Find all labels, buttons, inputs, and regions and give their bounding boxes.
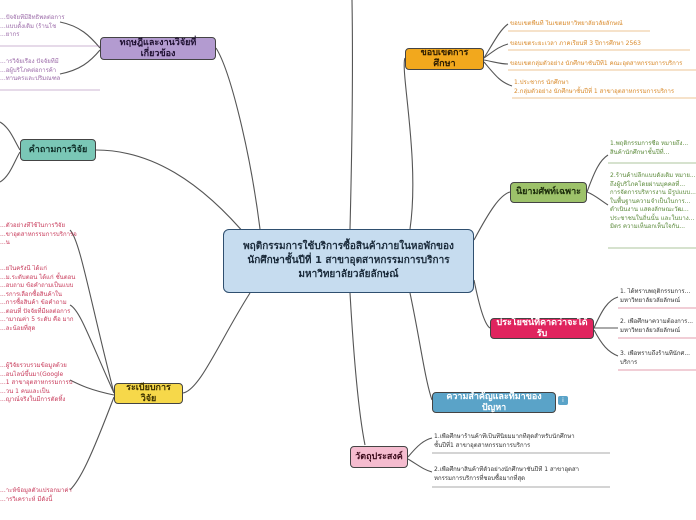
node-scope[interactable]: ขอบเขตการศึกษา: [405, 48, 484, 70]
scope-item-2[interactable]: ขอบเขตระยะเวลา ภาคเรียนที่ 3 ปีการศึกษา …: [510, 40, 641, 47]
benefit-item-2[interactable]: 2. เพื่อศึกษาความต้องการ... มหาวิทยาลัยว…: [620, 318, 694, 334]
connector-scope-4: [483, 61, 513, 87]
connector-scope: [403, 57, 414, 230]
method-item-1[interactable]: ...ตัวอย่างที่ใช้ในการวิจัย ...ขาอุตสาหก…: [0, 222, 77, 246]
connector-significance: [409, 292, 433, 401]
connector-question-2: [0, 151, 21, 183]
node-significance[interactable]: ความสำคัญและที่มาของปัญหา: [432, 392, 556, 413]
info-icon[interactable]: i: [558, 396, 568, 405]
connector-ben-3: [593, 329, 619, 357]
connector-def-1: [586, 154, 609, 193]
connector-question-1: [0, 121, 21, 151]
node-research-question[interactable]: คำถามการวิจัย: [20, 139, 96, 161]
connector-scope-1: [483, 23, 509, 59]
method-item-2[interactable]: ...ยในครั้งนี้ ได้แก่ ...ม.ระดับตอน ได้แ…: [0, 265, 76, 332]
benefit-item-1[interactable]: 1. ได้ทราบพฤติกรรมการ... มหาวิทยาลัยวลัย…: [620, 288, 691, 304]
definition-item-2[interactable]: 2.ร้านค้าปลีกแบบดั้งเดิม หมาย... ถึงผู้บ…: [610, 172, 696, 230]
connector-scope-2: [483, 43, 509, 59]
theory-item-1[interactable]: ...ปัจจัยที่มีอิทธิพลต่อการ ...แบบดั้งเด…: [0, 14, 65, 38]
benefit-item-3[interactable]: 3. เพื่อทราบถึงร้านที่นักศ... บริการ: [620, 350, 691, 366]
node-methodology[interactable]: ระเบียบการวิจัย: [114, 383, 183, 404]
connector-obj-2: [407, 458, 433, 473]
theory-item-2[interactable]: ...ารวิจัยเรื่อง ปัจจัยที่มี ...อผู้บริโ…: [0, 58, 61, 82]
node-objectives[interactable]: วัตถุประสงค์: [350, 446, 408, 468]
node-benefits[interactable]: ประโยชน์ที่คาดว่าจะได้รับ: [490, 318, 594, 339]
connector-method-1: [69, 229, 115, 394]
method-item-3[interactable]: ...ผู้วิจัยรวบรวมข้อมูลด้วย ...อนไลน์ขึ้…: [0, 362, 73, 403]
definition-item-1[interactable]: 1.พฤติกรรมการซื้อ หมายถึง... สินค้านักศึ…: [610, 140, 689, 156]
connector-methodology: [182, 292, 251, 394]
connector-definitions: [473, 191, 511, 241]
connector-top: [349, 0, 353, 230]
node-definitions[interactable]: นิยามศัพท์เฉพาะ: [510, 182, 587, 203]
scope-item-3[interactable]: ขอบเขตกลุ่มตัวอย่าง นักศึกษาชั้นปีที่1 ค…: [510, 60, 683, 67]
connector-obj-1: [407, 437, 433, 458]
connector-theory: [215, 47, 261, 230]
connector-def-2: [586, 191, 609, 206]
scope-item-4[interactable]: 1.ประชากร นักศึกษา 2.กลุ่มตัวอย่าง นักศึ…: [514, 79, 675, 95]
node-theory[interactable]: ทฤษฎีและงานวิจัยที่เกี่ยวข้อง: [100, 37, 216, 60]
connector-ben-1: [593, 296, 619, 329]
connector-method-3: [69, 379, 115, 396]
connector-objectives: [349, 292, 366, 446]
method-item-4[interactable]: ...าะห์ข้อมูลตัวแปรอกมาค่า ...ารวิเคราะห…: [0, 487, 72, 503]
connector-method-2: [69, 304, 115, 394]
scope-item-1[interactable]: ขอบเขตพื้นที่ ในเขตมหาวิทยาลัยวลัยลักษณ์: [510, 20, 623, 27]
objective-item-1[interactable]: 1.เพื่อศึกษาร้านค้าที่เป็นที่นิยมมากที่ส…: [434, 433, 575, 449]
central-topic[interactable]: พฤติกรรมการใช้บริการซื้อสินค้าภายในหอพัก…: [223, 229, 474, 293]
connector-theory-1: [59, 21, 101, 49]
connector-theory-2: [59, 49, 101, 75]
connector-question: [95, 149, 251, 241]
objective-item-2[interactable]: 2.เพื่อศึกษาสินค้าที่ตัวอย่างนักศึกษาชั้…: [434, 466, 579, 482]
connector-benefits: [473, 279, 491, 329]
connector-scope-3: [483, 59, 509, 65]
connector-method-4: [69, 396, 115, 491]
